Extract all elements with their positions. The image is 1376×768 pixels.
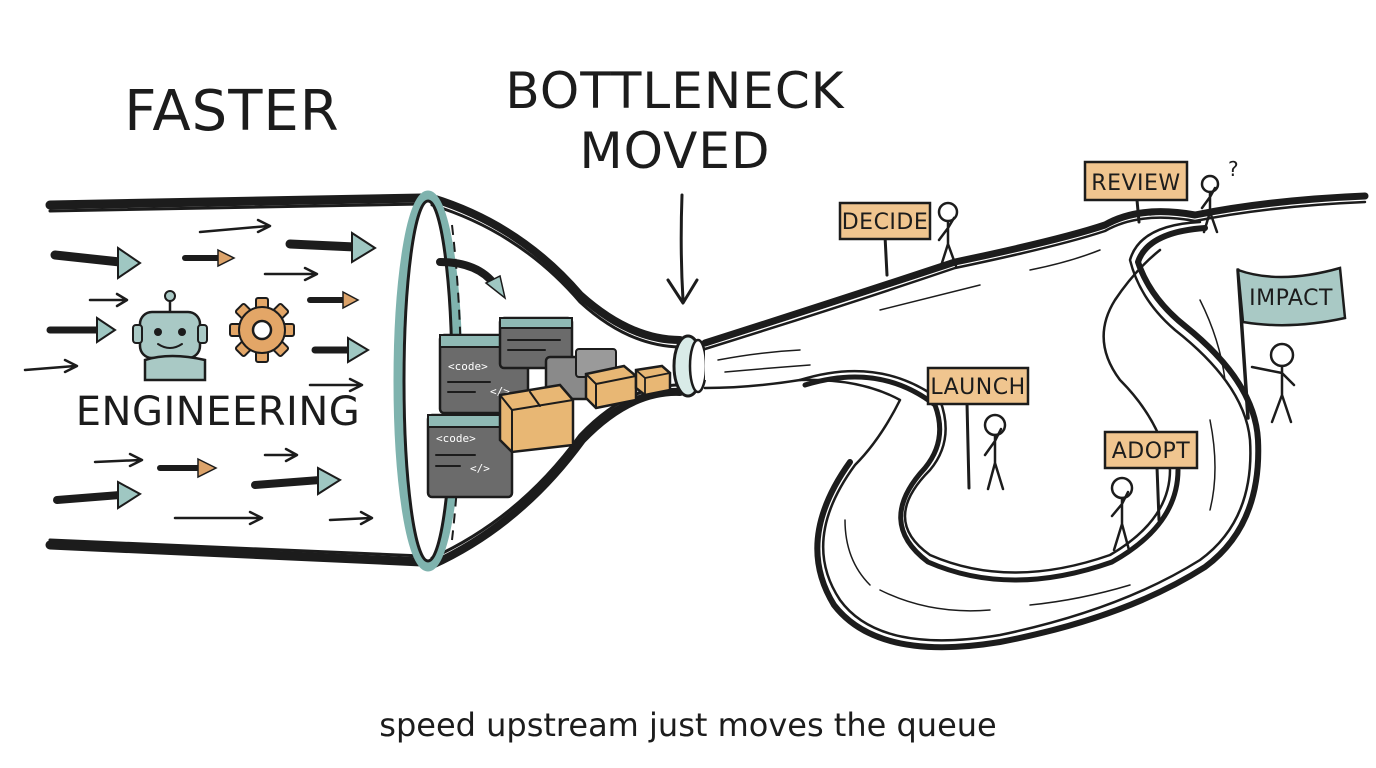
- engineering-label: ENGINEERING: [76, 389, 360, 435]
- person-icon: [983, 413, 1007, 491]
- arrow-teal: [53, 480, 142, 510]
- arrow-teal: [50, 246, 142, 280]
- question-mark: ?: [1228, 157, 1239, 181]
- bottleneck-label: BOTTLENECK: [505, 62, 844, 120]
- bottleneck-ring: [672, 334, 708, 398]
- flag-icon: IMPACT: [1236, 266, 1347, 420]
- person-icon: ?: [1200, 157, 1239, 234]
- moved-label: MOVED: [580, 122, 771, 180]
- sign-launch: LAUNCH: [926, 366, 1030, 490]
- arrow-teal: [285, 231, 377, 264]
- arrow-teal: [46, 316, 117, 344]
- sign-decide: DECIDE: [838, 201, 932, 277]
- down-arrow-icon: [666, 193, 699, 305]
- arrow-teal: [311, 336, 370, 364]
- arrow-orange: [307, 290, 360, 310]
- person-icon: [937, 201, 959, 268]
- box-icon: [634, 364, 672, 397]
- faster-label: FASTER: [124, 79, 339, 144]
- arrow-teal: [251, 466, 342, 496]
- sign-label: ADOPT: [1112, 439, 1191, 464]
- person-icon: [1110, 476, 1134, 552]
- gear-icon: [229, 297, 295, 363]
- sign-label: DECIDE: [842, 210, 929, 235]
- sign-adopt: ADOPT: [1103, 430, 1199, 522]
- sign-review: REVIEW: [1083, 160, 1189, 224]
- code-window-icon: [498, 316, 574, 370]
- box-icon: [584, 364, 638, 410]
- flow-arrows: [23, 218, 377, 526]
- caption: speed upstream just moves the queue: [379, 706, 996, 744]
- code-line-2: </>: [470, 462, 490, 475]
- code-line-1: <code>: [448, 360, 488, 373]
- sign-label: REVIEW: [1091, 171, 1180, 196]
- robot-icon: [132, 290, 208, 382]
- river: [701, 192, 1369, 651]
- code-window-icon: <code> </>: [426, 413, 514, 499]
- code-line-1: <code>: [436, 432, 476, 445]
- arrow-orange: [157, 457, 218, 479]
- arrow-orange: [182, 248, 236, 268]
- sign-label: LAUNCH: [930, 375, 1025, 400]
- sign-label: IMPACT: [1249, 286, 1333, 311]
- person-icon: [1250, 342, 1296, 424]
- box-icon: [498, 383, 575, 454]
